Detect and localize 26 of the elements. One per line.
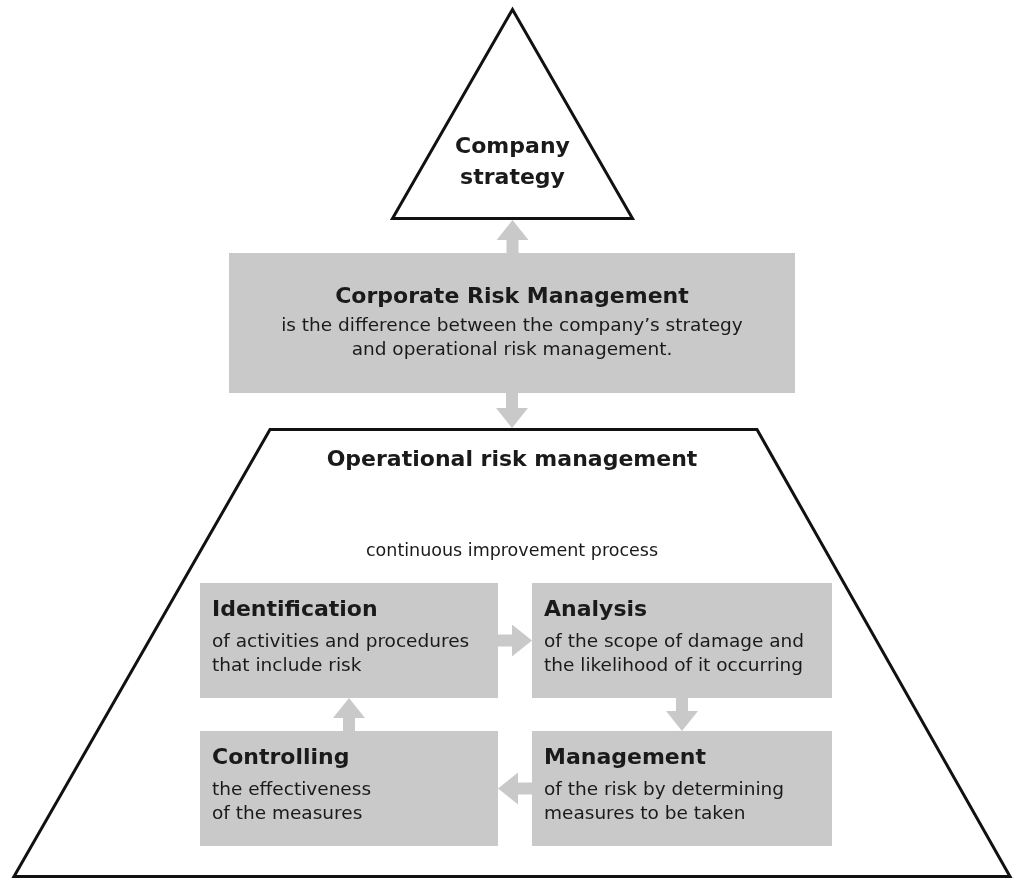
process-box — [532, 731, 832, 846]
node-title: Analysis — [544, 595, 649, 623]
management-banner — [229, 253, 795, 393]
node-description: is the difference between the company’s strategy and operational risk management. — [280, 313, 744, 361]
group-label: continuous improvement process — [366, 539, 658, 562]
node-description: of the risk by determining measures to be taken — [544, 777, 786, 825]
arrow — [496, 393, 528, 428]
node-title: Operational risk management — [326, 445, 698, 473]
arrow — [498, 624, 532, 657]
node-title: Company strategy — [454, 132, 571, 191]
arrow — [666, 698, 698, 731]
arrow — [333, 698, 365, 731]
node-title: Corporate Risk Management — [335, 282, 689, 310]
arrow — [496, 220, 529, 253]
process-box — [532, 583, 832, 698]
process-box — [200, 583, 498, 698]
strategy-triangle — [391, 8, 634, 220]
process-box — [200, 731, 498, 846]
node-title: Management — [544, 743, 707, 771]
node-description: the effectiveness of the measures — [212, 777, 373, 825]
node-title: Identification — [212, 595, 379, 623]
arrow — [498, 772, 532, 805]
node-description: of the scope of damage and the likelihood of it occurring — [544, 629, 806, 677]
operational-trapezoid — [12, 428, 1012, 878]
node-description: of activities and procedures that include risk — [212, 629, 471, 677]
node-title: Controlling — [212, 743, 351, 771]
